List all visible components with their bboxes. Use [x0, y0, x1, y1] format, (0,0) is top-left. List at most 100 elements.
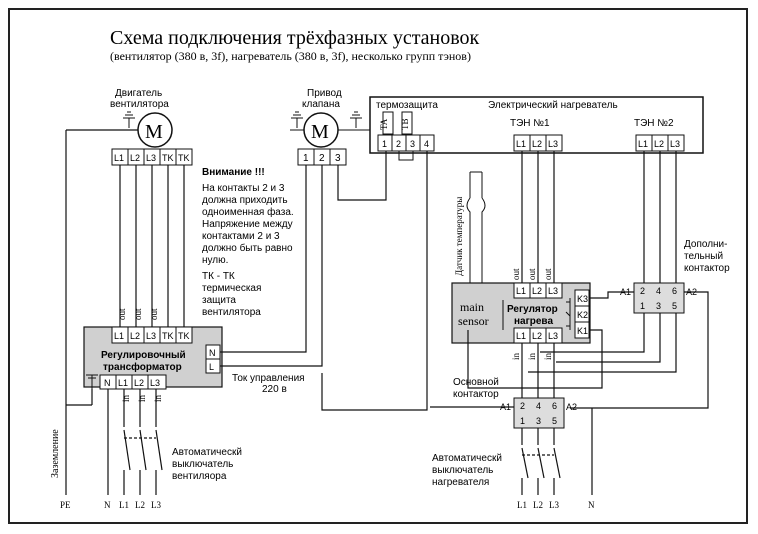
- tr-in-l2: L2: [134, 378, 144, 388]
- regulator-label-1: Регулятор: [507, 304, 558, 315]
- ground-label: Заземление: [50, 429, 61, 478]
- h-supply-l2: L2: [533, 500, 543, 510]
- tr-out-l1: L1: [114, 331, 124, 341]
- tr-in-n: N: [104, 378, 111, 388]
- main-contactor: Основной контактор 2 4 6 1 3 5 A1 A2: [453, 377, 577, 429]
- tr-in-l1: L1: [118, 378, 128, 388]
- sensor-label: Датчик температуры: [454, 197, 464, 276]
- reg-in-label: in: [527, 352, 537, 360]
- note-line: Напряжение между: [202, 219, 293, 230]
- fan-motor-symbol: M: [145, 121, 163, 143]
- note-heading: Внимание !!!: [202, 167, 265, 178]
- ten1-label: ТЭН №1: [510, 118, 550, 129]
- heater-breaker-label-2: выключатель: [432, 465, 493, 476]
- thermo-tv: TB: [400, 118, 410, 130]
- thermo-terminal-3: 3: [410, 139, 415, 149]
- fan-motor-label-2: вентилятора: [110, 99, 169, 110]
- diagram-subtitle: (вентилятор (380 в, 3f), нагреватель (38…: [110, 49, 471, 63]
- diagram-title: Схема подключения трёхфазных установок: [110, 27, 480, 49]
- heat-regulator: main sensor L1 L2 L3 Регулятор нагрева L…: [451, 282, 591, 344]
- control-current-1: Ток управления: [232, 373, 305, 384]
- ec-top-4: 4: [656, 286, 661, 296]
- mc-a2: A2: [566, 402, 577, 412]
- fan-motor-label-1: Двигатель: [115, 88, 162, 99]
- reg-bot-l1: L1: [516, 331, 526, 341]
- thermo-terminal-2: 2: [396, 139, 401, 149]
- reg-out-label: out: [511, 268, 521, 280]
- note-tk-line: защита: [202, 295, 236, 306]
- fan-motor: Двигатель вентилятора M L1 L2 L3 TK TK: [66, 88, 193, 166]
- in-label: in: [121, 394, 131, 402]
- reg-in-label: in: [511, 352, 521, 360]
- valve-actuator: Привод клапана M 1 2 3: [290, 88, 362, 166]
- fan-terminal-l1: L1: [114, 153, 124, 163]
- reg-k2: K2: [577, 310, 588, 320]
- ten1-terminal-l3: L3: [548, 139, 558, 149]
- transformer-out-labels: out out out: [117, 308, 159, 320]
- thermo-label: термозащита: [376, 100, 438, 111]
- reg-top-l1: L1: [516, 286, 526, 296]
- main-sensor-label-1: main: [460, 300, 484, 314]
- temperature-sensor: Датчик температуры: [454, 171, 486, 285]
- supply-l3: L3: [151, 500, 161, 510]
- tr-side-l: L: [209, 362, 214, 372]
- ten1-terminal-l1: L1: [516, 139, 526, 149]
- h-supply-l3: L3: [549, 500, 559, 510]
- electric-heater: Электрический нагреватель термозащита TA…: [350, 96, 704, 161]
- h-supply-n: N: [588, 500, 595, 510]
- fan-breaker-label-2: выключатель: [172, 459, 233, 470]
- mc-top-4: 4: [536, 401, 541, 411]
- fan-motor-terminals: L1 L2 L3 TK TK: [114, 149, 190, 165]
- out-label: out: [133, 308, 143, 320]
- note-line: контактами 2 и 3: [202, 231, 280, 242]
- note-line: должно быть равно: [202, 242, 293, 254]
- fan-terminal-l3: L3: [146, 153, 156, 163]
- thermo-ta: TA: [379, 118, 389, 130]
- fan-breaker-label-1: Автоматическй: [172, 447, 242, 458]
- tr-out-tk1: TK: [162, 331, 174, 341]
- ec-bot-3: 3: [656, 301, 661, 311]
- valve-terminal-2: 2: [319, 153, 325, 164]
- heater-label: Электрический нагреватель: [488, 100, 618, 111]
- ec-top-2: 2: [640, 286, 645, 296]
- reg-out-label: out: [543, 268, 553, 280]
- reg-k3: K3: [577, 294, 588, 304]
- tr-out-l3: L3: [146, 331, 156, 341]
- tr-out-l2: L2: [130, 331, 140, 341]
- reg-k1: K1: [577, 326, 588, 336]
- note-tk-line: вентилятора: [202, 307, 261, 318]
- regulating-transformer: L1 L2 L3 TK TK Регулировочный трансформа…: [83, 326, 223, 390]
- ten2-terminal-l1: L1: [638, 139, 648, 149]
- main-contactor-label-1: Основной: [453, 377, 499, 388]
- fan-supply-labels: PE N L1 L2 L3: [60, 500, 161, 510]
- mc-bot-1: 1: [520, 416, 525, 426]
- heater-supply-labels: L1 L2 L3 N: [517, 500, 595, 510]
- mc-bot-3: 3: [536, 416, 541, 426]
- regulator-label-2: нагрева: [514, 316, 553, 327]
- in-label: in: [137, 394, 147, 402]
- diagram-frame: [8, 8, 748, 524]
- fan-breaker-label-3: вентиляора: [172, 471, 227, 482]
- main-sensor-label-2: sensor: [458, 314, 489, 328]
- note-tk-line: ТК - ТК: [202, 271, 235, 282]
- reg-in-label: in: [543, 352, 553, 360]
- extra-contactor: Дополни- тельный контактор 2 4 6 1 3 5 A…: [620, 239, 730, 314]
- extra-contactor-label-2: тельный: [684, 251, 723, 262]
- mc-top-6: 6: [552, 401, 557, 411]
- mc-top-2: 2: [520, 401, 525, 411]
- supply-l2: L2: [135, 500, 145, 510]
- out-label: out: [149, 308, 159, 320]
- ten2-terminal-l2: L2: [654, 139, 664, 149]
- ten2-terminal-l3: L3: [670, 139, 680, 149]
- thermo-terminal-1: 1: [382, 139, 387, 149]
- heater-breaker-label-3: нагревателя: [432, 477, 489, 488]
- ec-bot-1: 1: [640, 301, 645, 311]
- transformer-label-1: Регулировочный: [101, 350, 186, 361]
- h-supply-l1: L1: [517, 500, 527, 510]
- ec-top-6: 6: [672, 286, 677, 296]
- out-label: out: [117, 308, 127, 320]
- thermo-terminal-4: 4: [424, 139, 429, 149]
- extra-contactor-label-1: Дополни-: [684, 239, 727, 250]
- warning-notes: Внимание !!! На контакты 2 и 3 должна пр…: [202, 167, 294, 318]
